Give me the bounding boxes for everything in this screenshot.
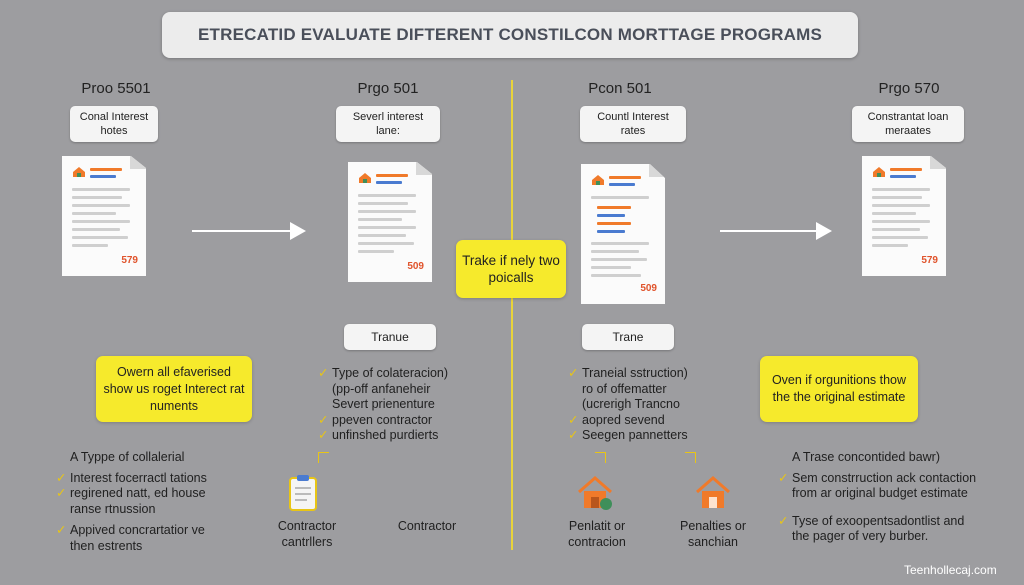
- list-item: ✓aopred sevend: [568, 412, 665, 427]
- arrow-right-icon: [720, 222, 834, 240]
- document-number-2: 509: [407, 261, 424, 272]
- program-pill-4: Constrantat loan meraates: [852, 106, 964, 142]
- right-section-heading: A Trase concontided bawr): [792, 450, 940, 464]
- list-item: ✓Type of colateracion): [318, 366, 449, 380]
- document-number-4: 579: [921, 255, 938, 266]
- center-note: Trake if nely two poicalls: [456, 240, 566, 298]
- list-item: ✓Seegen pannetters: [568, 428, 688, 442]
- arrow-right-icon: [192, 222, 308, 240]
- document-number-1: 579: [121, 255, 138, 266]
- list-column-2: ✓Type of colateracion) (pp-off anfanehei…: [318, 366, 478, 444]
- house-icon: [576, 474, 614, 512]
- bracket-decoration: [595, 452, 606, 463]
- list-item: ✓Interest focerractl tations: [56, 470, 207, 485]
- contractor-label-1: Contractor cantrllers: [277, 519, 337, 549]
- clipboard-icon: [287, 474, 323, 514]
- list-item: Severt prienenture: [332, 397, 435, 411]
- yellow-callout-right: Oven if orgunitions thow the the origina…: [760, 356, 918, 422]
- list-item: ✓Tyse of exoopentsadontlist and the page…: [778, 513, 965, 544]
- list-item: ✓regirened natt, ed house ranse rtnussio…: [56, 486, 206, 516]
- penalties-label-1: Penlatit or contracion: [568, 519, 626, 549]
- check-icon: ✓: [778, 513, 789, 528]
- trane-pill-left: Tranue: [344, 324, 436, 350]
- list-item: ✓Traneial sstruction): [568, 366, 688, 380]
- check-icon: ✓: [56, 523, 67, 537]
- check-icon: ✓: [56, 486, 67, 500]
- right-section: A Trase concontided bawr) ✓Sem constrruc…: [778, 450, 988, 545]
- program-label-4: Prgo 570: [878, 80, 940, 97]
- check-icon: ✓: [568, 366, 579, 380]
- document-number-3: 509: [640, 283, 657, 294]
- page-title: ETRECATID EVALUATE DIFTERENT CONSTILCON …: [162, 12, 858, 58]
- list-column-3: ✓Traneial sstruction) ro of offematter (…: [568, 366, 728, 444]
- check-icon: ✓: [56, 470, 67, 485]
- check-icon: ✓: [568, 428, 579, 442]
- list-item: ✓unfinshed purdierts: [318, 428, 439, 442]
- left-section-heading: A Typpe of collalerial: [70, 450, 185, 464]
- document-icon-1: 579: [62, 156, 146, 276]
- document-icon-4: 579: [862, 156, 946, 276]
- center-divider: [511, 80, 513, 550]
- trane-pill-right: Trane: [582, 324, 674, 350]
- list-item: ✓Sem constrruction ack contaction from a…: [778, 470, 977, 501]
- list-item: ✓Appived concrartatior ve then estrents: [56, 523, 205, 553]
- program-pill-1: Conal Interest hotes: [70, 106, 158, 142]
- program-label-3: Pcon 501: [588, 80, 652, 97]
- house-icon: [694, 474, 732, 512]
- watermark: Teenhollecaj.com: [904, 563, 997, 577]
- list-item: ro of offematter: [582, 381, 667, 396]
- contractor-label-2: Contractor: [397, 519, 457, 533]
- check-icon: ✓: [568, 412, 579, 427]
- bracket-decoration: [685, 452, 696, 463]
- document-icon-2: 509: [348, 162, 432, 282]
- check-icon: ✓: [778, 470, 789, 485]
- left-section: A Typpe of collalerial ✓Interest focerra…: [56, 450, 246, 554]
- list-item: ✓ppeven contractor: [318, 412, 433, 427]
- program-label-1: Proo 5501: [81, 80, 151, 97]
- program-label-2: Prgo 501: [357, 80, 419, 97]
- program-pill-2: Severl interest lane:: [336, 106, 440, 142]
- bracket-decoration: [318, 452, 329, 463]
- document-icon-3: 509: [581, 164, 665, 304]
- program-pill-3: Countl Interest rates: [580, 106, 686, 142]
- list-item: (ucrerigh Trancno: [582, 397, 680, 411]
- list-item: (pp-off anfaneheir: [332, 381, 431, 396]
- check-icon: ✓: [318, 366, 329, 380]
- check-icon: ✓: [318, 428, 329, 442]
- penalties-label-2: Penalties or sanchian: [679, 519, 746, 549]
- yellow-callout-left: Owern all efaverised show us roget Inter…: [96, 356, 252, 422]
- check-icon: ✓: [318, 412, 329, 427]
